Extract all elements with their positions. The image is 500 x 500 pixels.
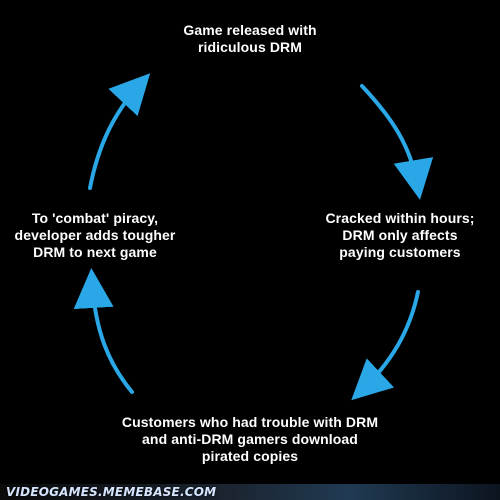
arrow-bottom-to-left xyxy=(73,268,134,394)
watermark-text: VIDEOGAMES.MEMEBASE.COM xyxy=(6,485,217,499)
watermark-bar: VIDEOGAMES.MEMEBASE.COM xyxy=(0,484,500,500)
node-game-released: Game released with ridiculous DRM xyxy=(183,22,317,55)
arrow-left-to-top xyxy=(88,73,151,190)
node-customers-download-pirated-copies: Customers who had trouble with DRM and a… xyxy=(121,414,379,464)
node-developer-adds-tougher-drm: To 'combat' piracy, developer adds tough… xyxy=(14,210,176,260)
node-cracked-within-hours: Cracked within hours; DRM only affects p… xyxy=(325,210,475,260)
arrow-top-to-right xyxy=(360,84,434,200)
arrow-right-to-bottom xyxy=(351,290,420,401)
